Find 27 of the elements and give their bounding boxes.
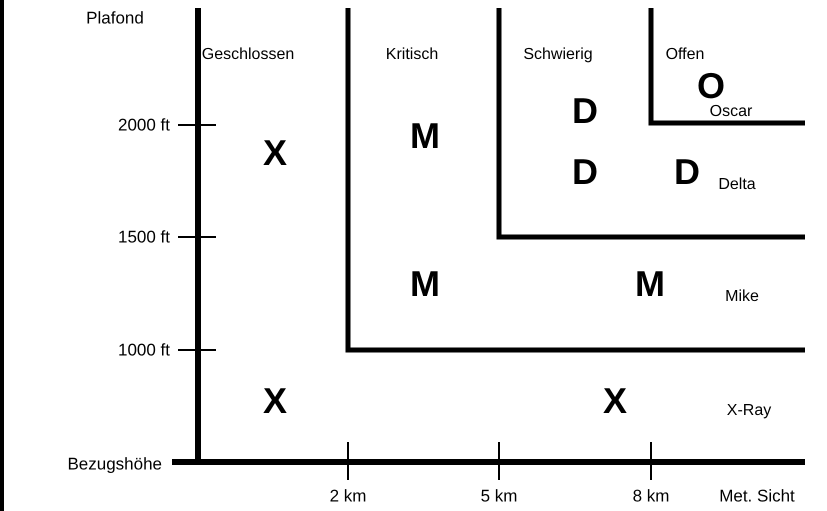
tick-label: 5 km <box>480 488 518 504</box>
grade-letter: X <box>603 383 627 419</box>
grade-letter: M <box>635 266 665 302</box>
grade-name: Oscar <box>710 104 752 120</box>
axis-label: Bezugshöhe <box>67 456 162 472</box>
tick-label: 1500 ft <box>118 228 170 246</box>
grade-name: Delta <box>718 177 756 193</box>
grade-name: Mike <box>725 289 759 305</box>
axis-label: Met. Sicht <box>719 488 795 504</box>
grade-name: X-Ray <box>726 403 772 419</box>
grade-letter: D <box>572 93 598 129</box>
tick-label: 8 km <box>632 488 670 504</box>
grade-letter: D <box>674 154 700 190</box>
grade-letter: X <box>263 135 287 171</box>
tick-label: 2 km <box>330 488 366 504</box>
category-label: Kritisch <box>386 47 438 63</box>
category-label: Geschlossen <box>202 47 294 63</box>
tick-label: 1000 ft <box>118 342 170 358</box>
axis-label: Plafond <box>86 10 144 26</box>
grade-letter: M <box>410 118 440 154</box>
grade-letter: D <box>572 154 598 190</box>
category-label: Schwierig <box>523 47 593 63</box>
tick-label: 2000 ft <box>118 116 170 134</box>
category-label: Offen <box>666 47 704 63</box>
grade-letter: M <box>410 266 440 302</box>
grade-letter: O <box>697 68 725 104</box>
grade-letter: X <box>263 383 287 419</box>
